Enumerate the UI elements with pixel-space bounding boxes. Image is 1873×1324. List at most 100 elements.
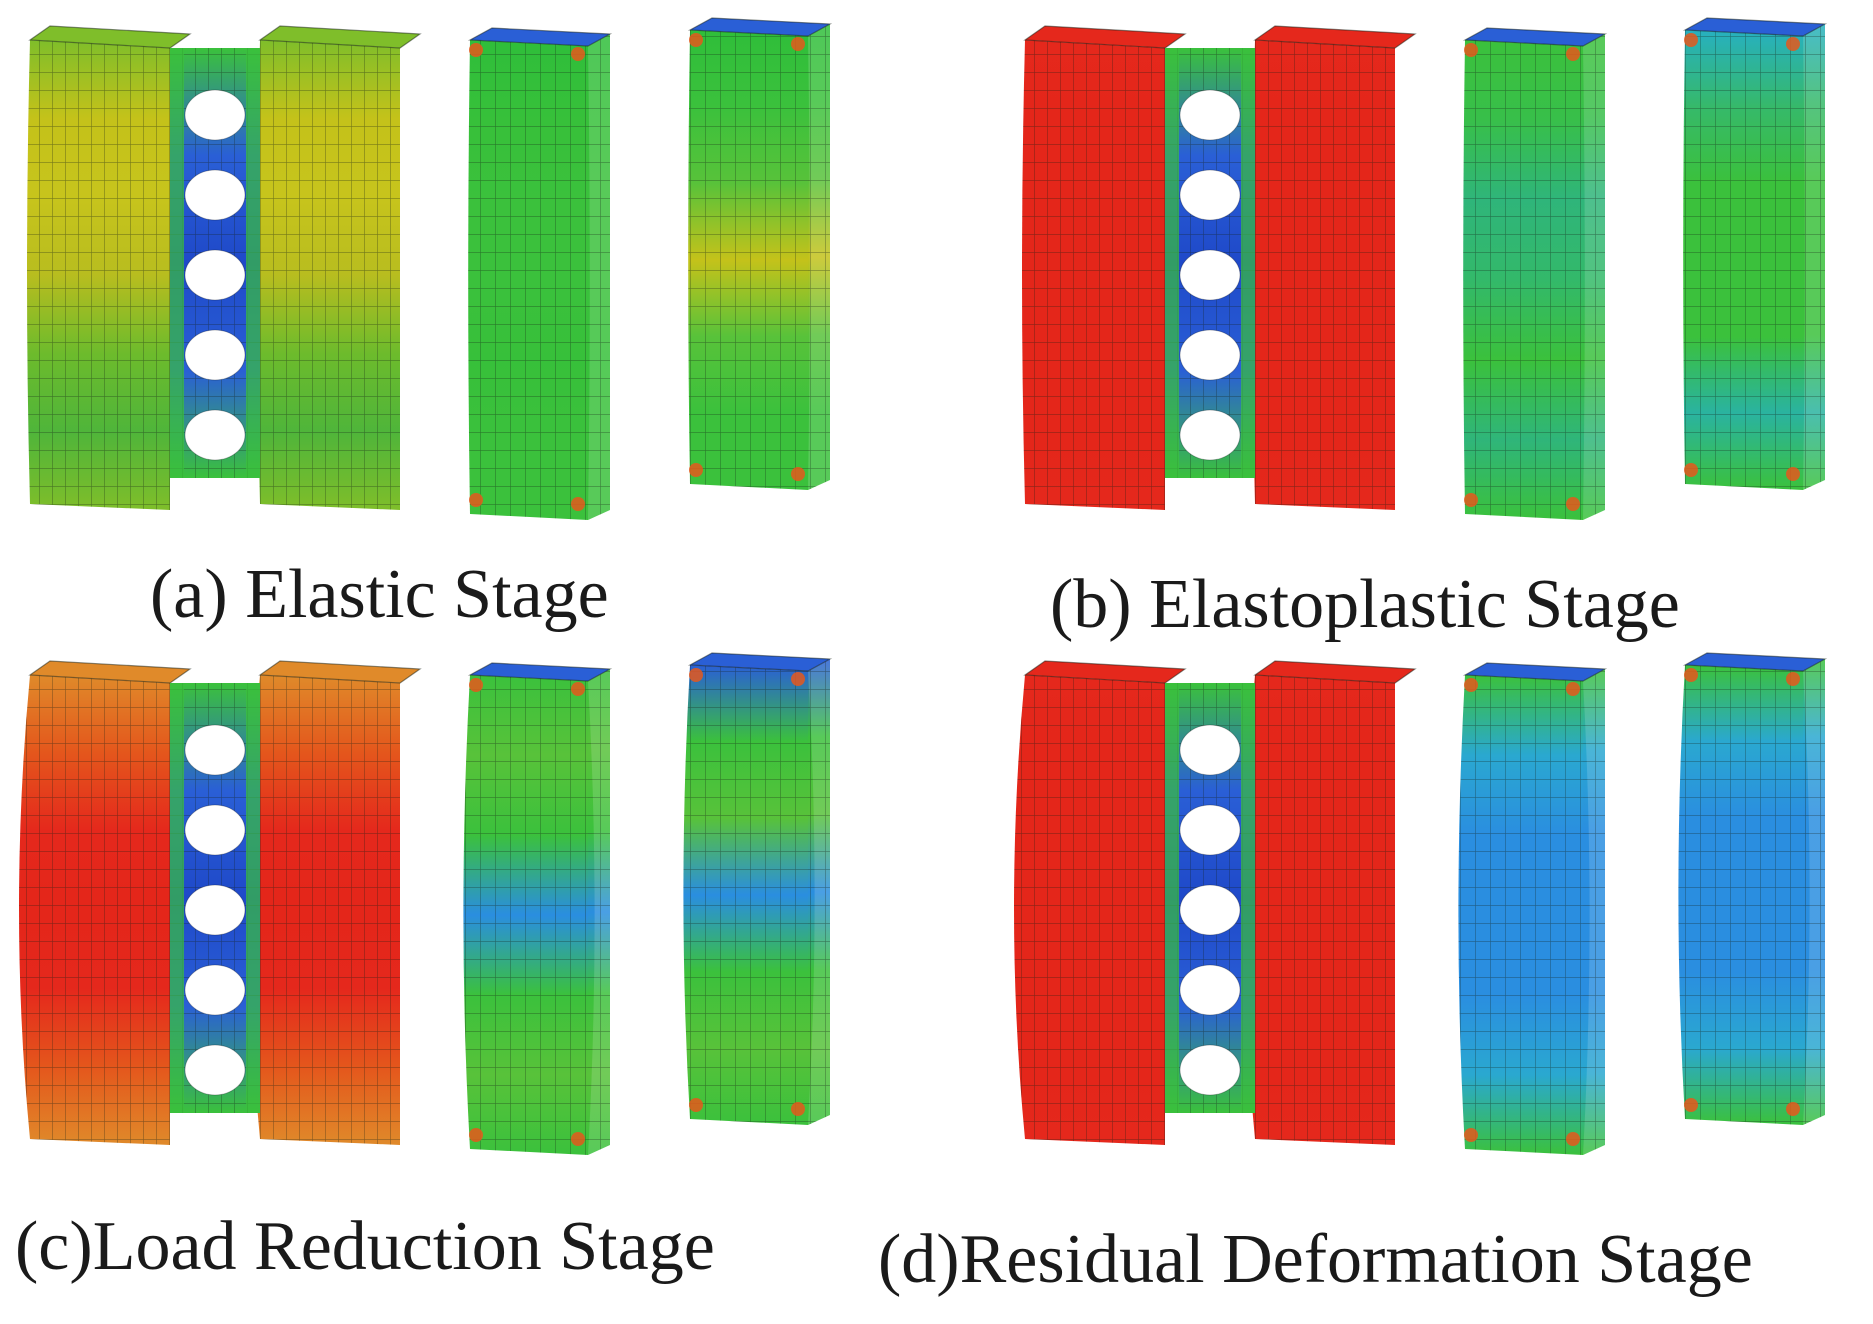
- corner-stress-spot: [469, 493, 483, 507]
- corner-stress-spot: [1566, 1132, 1580, 1146]
- web-hole: [184, 249, 246, 301]
- mesh-overlay: [1463, 40, 1585, 520]
- web-edge-right: [246, 683, 260, 1113]
- corner-stress-spot: [689, 33, 703, 47]
- perforated-double-column-b: [1022, 25, 1417, 510]
- corner-stress-spot: [469, 43, 483, 57]
- column-top-face: [1253, 25, 1417, 49]
- column-top-face: [1023, 660, 1187, 684]
- perforated-double-column-d: [1014, 660, 1417, 1145]
- mesh-overlay: [1458, 675, 1590, 1155]
- mesh-overlay: [1244, 675, 1395, 1145]
- web-hole: [184, 724, 246, 776]
- corner-stress-spot: [571, 1132, 585, 1146]
- corner-stress-spot: [1684, 668, 1698, 682]
- column-top-face: [258, 660, 422, 684]
- mesh-overlay: [1014, 675, 1165, 1145]
- panel-c: [19, 652, 833, 1155]
- mesh-overlay: [1252, 40, 1395, 510]
- web-hole: [1179, 1044, 1241, 1096]
- web-hole: [1179, 329, 1241, 381]
- column-top-face: [258, 25, 422, 49]
- web-hole: [1179, 169, 1241, 221]
- web-hole: [1179, 804, 1241, 856]
- mesh-overlay: [1803, 659, 1825, 1125]
- side-column-2-b: [1682, 17, 1828, 490]
- mesh-overlay: [27, 40, 170, 510]
- column-top-face: [1253, 660, 1417, 684]
- corner-stress-spot: [791, 1102, 805, 1116]
- corner-stress-spot: [469, 678, 483, 692]
- web-hole: [184, 89, 246, 141]
- panel-a: [27, 17, 833, 520]
- corner-stress-spot: [1684, 463, 1698, 477]
- mesh-overlay: [19, 675, 170, 1145]
- corner-stress-spot: [571, 497, 585, 511]
- web-hole: [184, 804, 246, 856]
- corner-stress-spot: [1684, 1098, 1698, 1112]
- panel-d: [1014, 652, 1828, 1155]
- web-edge-right: [246, 48, 260, 478]
- column-top-face: [1023, 25, 1187, 49]
- mesh-overlay: [1683, 30, 1805, 490]
- corner-stress-spot: [1786, 672, 1800, 686]
- mesh-overlay: [1583, 669, 1605, 1155]
- corner-stress-spot: [1464, 1128, 1478, 1142]
- corner-stress-spot: [1786, 467, 1800, 481]
- side-column-2-c: [683, 652, 833, 1125]
- corner-stress-spot: [689, 1098, 703, 1112]
- web-edge-right: [1241, 48, 1255, 478]
- side-column-2-d: [1678, 652, 1828, 1125]
- side-column-2-a: [687, 17, 833, 490]
- web-hole: [184, 884, 246, 936]
- corner-stress-spot: [689, 463, 703, 477]
- mesh-overlay: [257, 40, 400, 510]
- mesh-overlay: [808, 24, 830, 490]
- web-hole: [1179, 724, 1241, 776]
- web-edge-right: [1241, 683, 1255, 1113]
- mesh-overlay: [808, 659, 830, 1125]
- mesh-overlay: [463, 675, 595, 1155]
- column-top-face: [28, 25, 192, 49]
- tube-top-face: [1462, 662, 1608, 682]
- mesh-overlay: [588, 34, 610, 520]
- caption-elastoplastic-stage: (b) Elastoplastic Stage: [1050, 566, 1680, 643]
- corner-stress-spot: [1566, 682, 1580, 696]
- corner-stress-spot: [1464, 493, 1478, 507]
- panel-b: [1022, 17, 1828, 520]
- corner-stress-spot: [571, 47, 585, 61]
- corner-stress-spot: [1786, 1102, 1800, 1116]
- corner-stress-spot: [571, 682, 585, 696]
- mesh-overlay: [588, 669, 610, 1155]
- caption-residual-deformation-stage: (d)Residual Deformation Stage: [878, 1221, 1753, 1298]
- tube-top-face: [1682, 652, 1828, 672]
- tube-top-face: [1682, 17, 1828, 37]
- tube-top-face: [467, 662, 613, 682]
- web-hole: [1179, 89, 1241, 141]
- perforated-double-column-a: [27, 25, 422, 510]
- mesh-overlay: [468, 40, 590, 520]
- web-hole: [1179, 964, 1241, 1016]
- mesh-overlay: [1583, 34, 1605, 520]
- corner-stress-spot: [1566, 47, 1580, 61]
- web-edge-left: [170, 683, 184, 1113]
- perforated-double-column-c: [19, 660, 422, 1145]
- web-hole: [184, 964, 246, 1016]
- caption-elastic-stage: (a) Elastic Stage: [150, 556, 609, 633]
- corner-stress-spot: [689, 668, 703, 682]
- corner-stress-spot: [469, 1128, 483, 1142]
- side-column-1-c: [463, 662, 613, 1155]
- corner-stress-spot: [791, 37, 805, 51]
- side-column-1-d: [1458, 662, 1608, 1155]
- mesh-overlay: [1022, 40, 1165, 510]
- tube-top-face: [687, 17, 833, 37]
- caption-load-reduction-stage: (c)Load Reduction Stage: [15, 1208, 715, 1285]
- corner-stress-spot: [1684, 33, 1698, 47]
- corner-stress-spot: [1786, 37, 1800, 51]
- web-edge-left: [1165, 683, 1179, 1113]
- corner-stress-spot: [1464, 678, 1478, 692]
- web-hole: [184, 169, 246, 221]
- corner-stress-spot: [791, 672, 805, 686]
- tube-top-face: [467, 27, 613, 47]
